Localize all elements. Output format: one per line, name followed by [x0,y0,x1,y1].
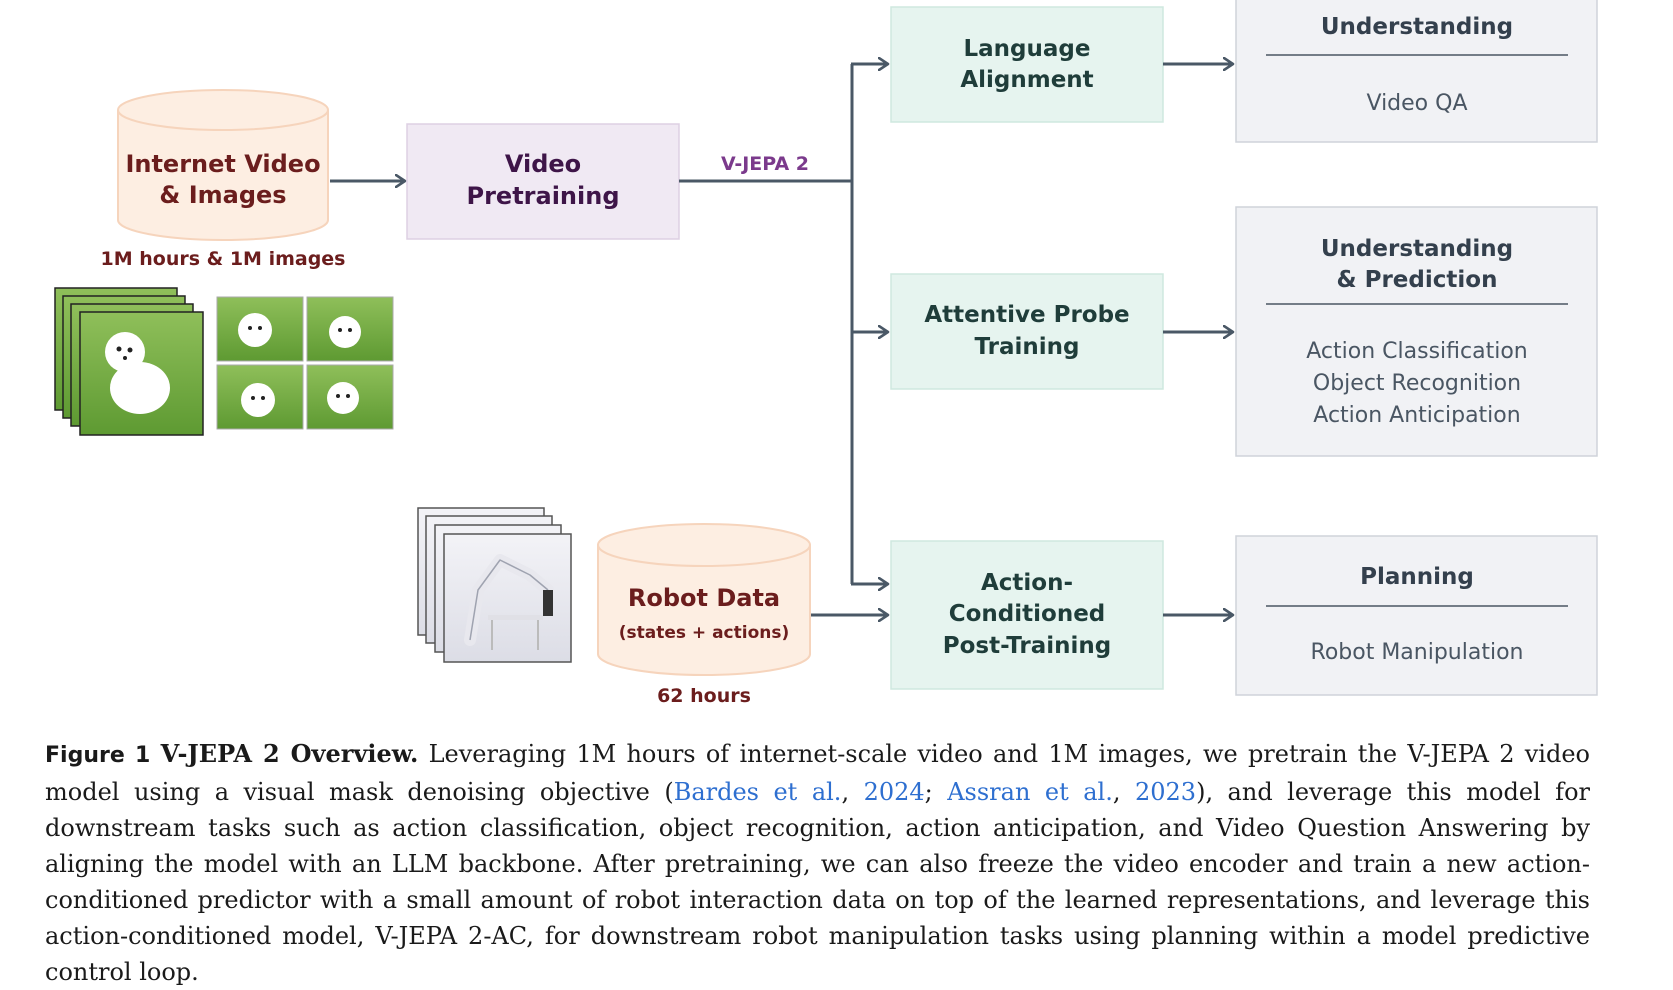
action-conditioned-line3: Post-Training [943,633,1112,659]
understanding-prediction-title-line2: & Prediction [1337,267,1498,293]
figure-caption: Figure 1 V-JEPA 2 Overview. Leveraging 1… [45,736,1590,990]
internet-db-caption: 1M hours & 1M images [101,248,346,270]
internet-db-label-line2: & Images [159,181,286,209]
language-alignment-line2: Alignment [960,67,1093,93]
language-alignment-line1: Language [964,36,1091,62]
caption-sep-2: ; [924,778,948,806]
understanding-item-video-qa: Video QA [1367,91,1468,116]
vjepa2-edge-label: V-JEPA 2 [721,153,809,175]
item-action-anticipation: Action Anticipation [1313,403,1520,428]
attentive-probe-line1: Attentive Probe [924,302,1129,328]
citation-bardes-authors[interactable]: Bardes et al. [673,778,842,806]
caption-sep-3: , [1112,778,1135,806]
citation-bardes-year[interactable]: 2024 [863,778,925,806]
internet-db-label-line1: Internet Video [125,150,320,178]
dog-image-grid [216,296,394,430]
robot-db-caption: 62 hours [657,685,751,707]
figure-tag: Figure 1 [45,743,151,768]
pretraining-label-line2: Pretraining [466,182,619,210]
planning-output-box: Planning Robot Manipulation [1235,535,1598,696]
understanding-title: Understanding [1321,14,1513,40]
language-alignment-box: Language Alignment [890,6,1164,123]
robot-data-database: Robot Data (states + actions) [597,523,811,676]
attentive-probe-line2: Training [974,334,1079,360]
item-object-recognition: Object Recognition [1313,371,1521,396]
action-conditioned-post-training-box: Action- Conditioned Post-Training [890,540,1164,690]
video-pretraining-box: Video Pretraining [406,123,680,240]
understanding-output-box: Understanding Video QA [1235,0,1598,143]
action-conditioned-line1: Action- [981,570,1073,596]
robot-db-label: Robot Data [628,584,780,612]
understanding-prediction-title-line1: Understanding [1321,236,1513,262]
action-conditioned-line2: Conditioned [949,601,1106,627]
planning-title: Planning [1360,564,1474,590]
pretraining-label-line1: Video [505,150,581,178]
internet-video-database: Internet Video & Images [117,89,329,241]
caption-text-2: ), and leverage this model for downstrea… [45,778,1590,986]
caption-sep-1: , [841,778,864,806]
item-robot-manipulation: Robot Manipulation [1311,640,1524,665]
robot-video-frames-image [417,507,572,663]
citation-assran-authors[interactable]: Assran et al. [947,778,1113,806]
attentive-probe-training-box: Attentive Probe Training [890,273,1164,390]
robot-db-sublabel: (states + actions) [619,623,790,643]
understanding-prediction-output-box: Understanding & Prediction Action Classi… [1235,206,1598,457]
caption-text-1: Leveraging 1M hours of internet-scale vi… [45,740,1591,806]
citation-assran-year[interactable]: 2023 [1135,778,1197,806]
dog-video-frames-image [54,287,204,436]
item-action-classification: Action Classification [1306,339,1527,364]
figure-title: V-JEPA 2 Overview. [160,739,419,768]
overview-diagram: Internet Video & Images 1M hours & 1M im… [54,0,1598,707]
